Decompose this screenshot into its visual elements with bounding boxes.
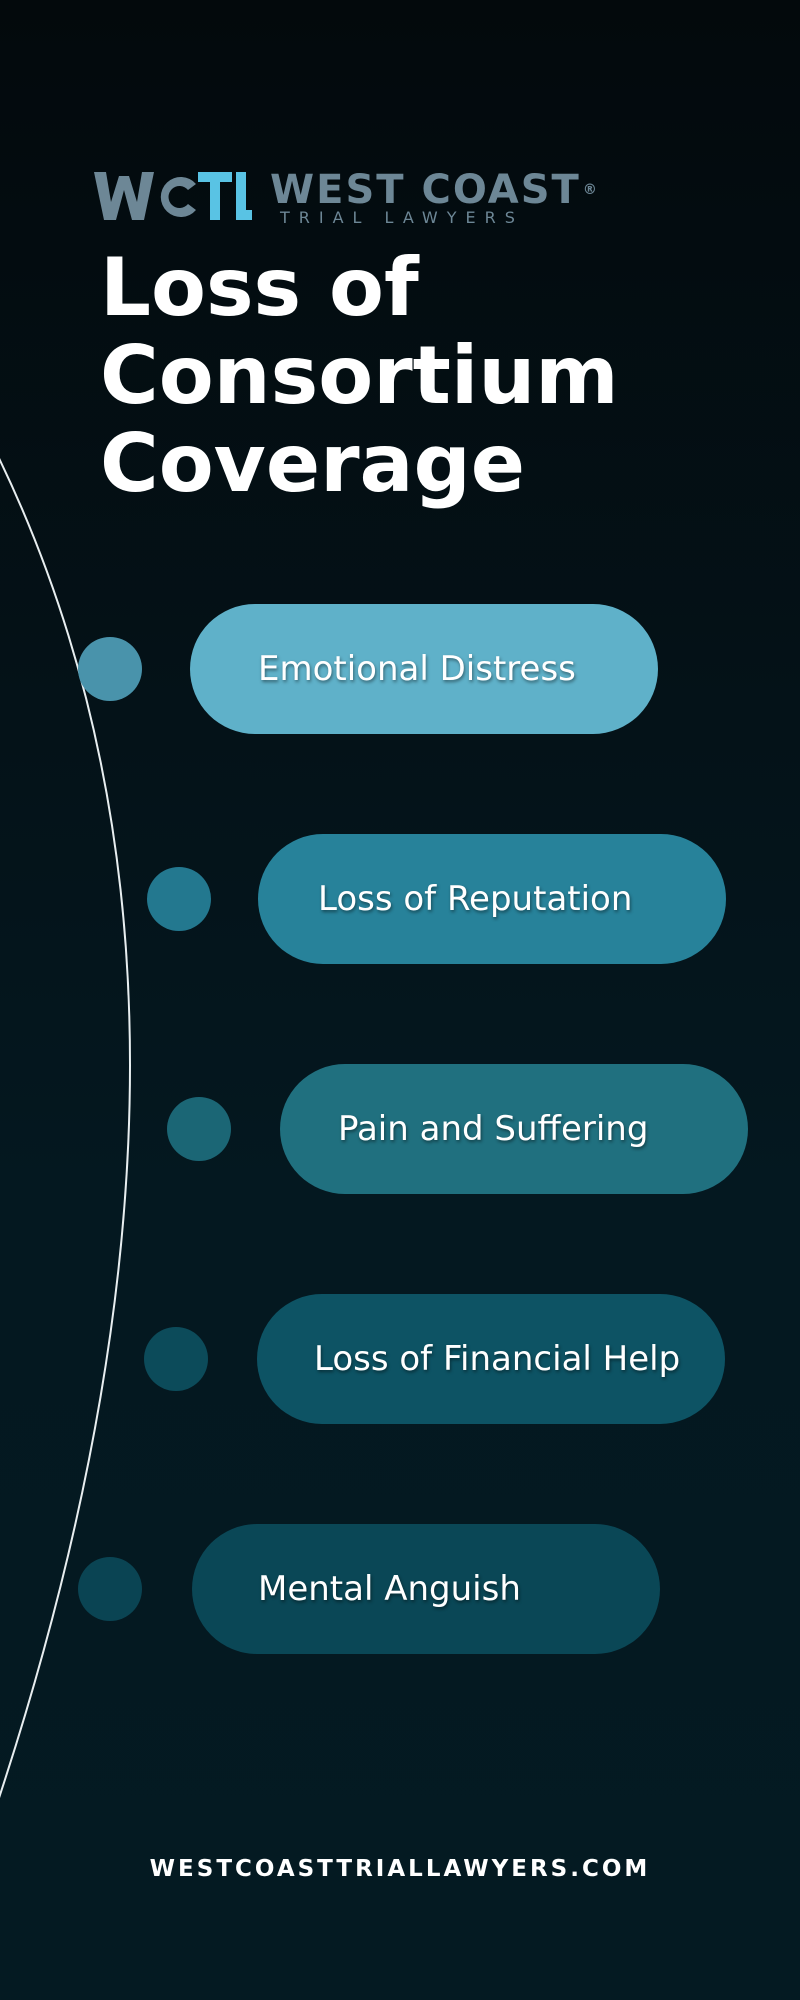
coverage-item-label: Loss of Reputation xyxy=(318,879,633,919)
registered-mark: ® xyxy=(582,182,599,198)
coverage-item-pain-and-suffering: Pain and Suffering xyxy=(280,1064,748,1194)
timeline-dot xyxy=(144,1327,208,1391)
timeline-dot xyxy=(167,1097,231,1161)
coverage-item-emotional-distress: Emotional Distress xyxy=(190,604,658,734)
page-title: Loss of Consortium Coverage xyxy=(100,244,740,508)
coverage-item-label: Loss of Financial Help xyxy=(314,1339,681,1379)
coverage-item-label: Mental Anguish xyxy=(258,1569,521,1609)
timeline-dot xyxy=(147,867,211,931)
coverage-item-loss-of-reputation: Loss of Reputation xyxy=(258,834,726,964)
title-line-3: Coverage xyxy=(100,417,526,510)
coverage-item-label: Emotional Distress xyxy=(258,649,576,689)
website-url[interactable]: WESTCOASTTRIALLAWYERS.COM xyxy=(149,1856,651,1882)
wctl-logo-icon xyxy=(94,172,252,220)
timeline-dot xyxy=(78,1557,142,1621)
title-line-1: Loss of xyxy=(100,241,419,334)
brand-subtitle: TRIAL LAWYERS xyxy=(280,208,524,227)
coverage-item-mental-anguish: Mental Anguish xyxy=(192,1524,660,1654)
brand-name: WEST COAST® xyxy=(270,167,599,213)
title-line-2: Consortium xyxy=(100,329,619,422)
coverage-item-label: Pain and Suffering xyxy=(338,1109,649,1149)
timeline-dot xyxy=(78,637,142,701)
coverage-item-loss-of-financial-help: Loss of Financial Help xyxy=(257,1294,725,1424)
